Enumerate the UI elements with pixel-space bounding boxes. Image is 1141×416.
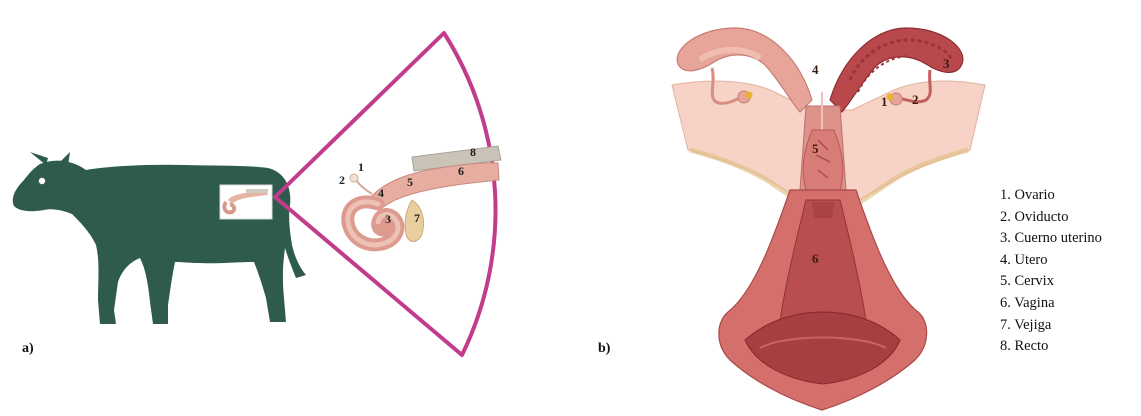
part-number-a-6: 6: [458, 164, 464, 178]
magnified-organs: [348, 146, 501, 245]
ovary-shape: [350, 174, 358, 182]
part-number-b-3: 3: [943, 56, 950, 71]
uterus-tube-shape: [372, 163, 499, 210]
legend: 1. Ovario 2. Oviducto 3. Cuerno uterino …: [1000, 185, 1102, 358]
cow-silhouette: [13, 152, 306, 324]
part-number-b-5: 5: [812, 141, 819, 156]
part-number-a-2: 2: [339, 173, 345, 187]
panel-a: 1 2 3 4 5 6 7 8 a): [13, 33, 501, 356]
legend-item-vejiga: 7. Vejiga: [1000, 315, 1102, 337]
part-number-a-3: 3: [385, 212, 391, 226]
legend-item-ovario: 1. Ovario: [1000, 185, 1102, 207]
legend-item-oviducto: 2. Oviducto: [1000, 207, 1102, 229]
part-number-b-2: 2: [912, 92, 919, 107]
cow-eye: [39, 178, 45, 184]
oviduct-shape: [356, 180, 372, 194]
panel-b-label: b): [598, 341, 611, 356]
panel-b: 1 2 3 4 5 6 b): [598, 28, 985, 410]
part-number-a-1: 1: [358, 160, 364, 174]
panel-a-label: a): [22, 341, 34, 356]
legend-item-recto: 8. Recto: [1000, 336, 1102, 358]
legend-item-utero: 4. Utero: [1000, 250, 1102, 272]
part-number-a-4: 4: [378, 186, 384, 200]
legend-item-cuerno-uterino: 3. Cuerno uterino: [1000, 228, 1102, 250]
part-number-b-6: 6: [812, 251, 819, 266]
part-number-b-1: 1: [881, 94, 888, 109]
legend-item-cervix: 5. Cervix: [1000, 271, 1102, 293]
part-number-b-4: 4: [812, 62, 819, 77]
part-number-a-5: 5: [407, 175, 413, 189]
legend-item-vagina: 6. Vagina: [1000, 293, 1102, 315]
part-number-a-7: 7: [414, 211, 420, 225]
cervix-shape: [803, 130, 843, 190]
part-number-a-8: 8: [470, 145, 476, 159]
inset-thumbnail: [220, 185, 272, 219]
